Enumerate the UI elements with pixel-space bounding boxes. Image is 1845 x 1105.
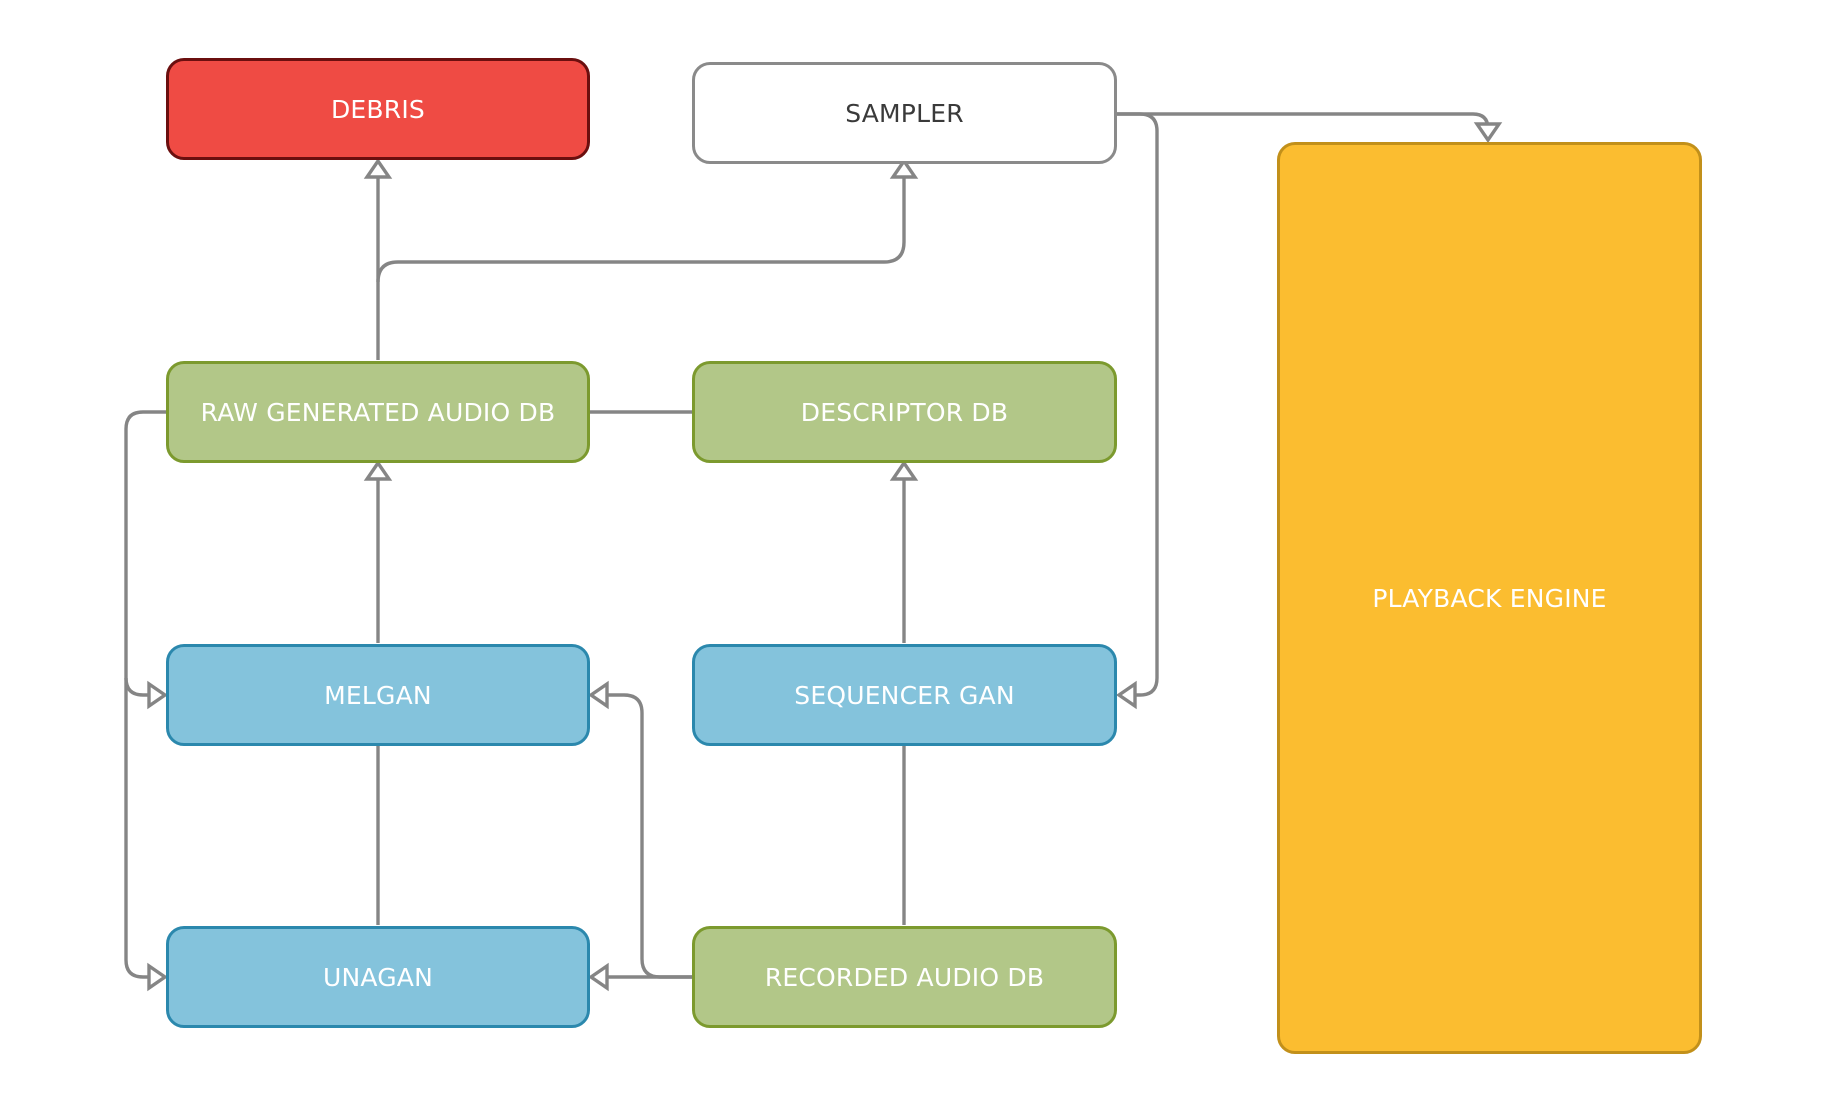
node-debris[interactable]: DEBRIS (166, 58, 590, 160)
arrow-head-unagan-left (147, 962, 169, 992)
node-unagan-label: UNAGAN (322, 962, 434, 992)
edge-sampler-to-sequencer (1117, 112, 1159, 697)
node-playback-engine-label: PLAYBACK ENGINE (1372, 583, 1607, 613)
arrow-head-playback (1473, 122, 1503, 144)
arrow-head-sampler (889, 157, 919, 179)
node-sequencer-gan-label: SEQUENCER GAN (794, 680, 1015, 710)
node-descriptor-db-label: DESCRIPTOR DB (800, 397, 1009, 427)
arrow-head-raw (363, 459, 393, 481)
node-playback-engine[interactable]: PLAYBACK ENGINE (1277, 142, 1702, 1054)
arrow-head-unagan-right (587, 962, 609, 992)
arrow-head-melgan-left (147, 680, 169, 710)
node-raw-generated-audio-db-label: RAW GENERATED AUDIO DB (200, 397, 556, 427)
node-debris-label: DEBRIS (330, 94, 425, 124)
node-sampler-label: SAMPLER (845, 98, 964, 128)
edge-recorded-to-melgan (606, 693, 692, 979)
node-melgan[interactable]: MELGAN (166, 644, 590, 746)
arrow-head-debris (363, 157, 393, 179)
node-recorded-audio-db-label: RECORDED AUDIO DB (764, 962, 1045, 992)
node-sequencer-gan[interactable]: SEQUENCER GAN (692, 644, 1117, 746)
edge-raw-branch-melgan (124, 677, 150, 697)
edge-raw-to-melgan-unagan (124, 410, 166, 979)
arrow-head-sequencer (1115, 680, 1137, 710)
edge-raw-to-sampler (376, 166, 906, 283)
node-descriptor-db[interactable]: DESCRIPTOR DB (692, 361, 1117, 463)
node-raw-generated-audio-db[interactable]: RAW GENERATED AUDIO DB (166, 361, 590, 463)
node-sampler[interactable]: SAMPLER (692, 62, 1117, 164)
node-unagan[interactable]: UNAGAN (166, 926, 590, 1028)
node-recorded-audio-db[interactable]: RECORDED AUDIO DB (692, 926, 1117, 1028)
edge-sampler-to-playback (1117, 112, 1490, 131)
arrow-head-melgan-right (587, 680, 609, 710)
node-melgan-label: MELGAN (324, 680, 432, 710)
arrow-head-descriptor (889, 459, 919, 481)
